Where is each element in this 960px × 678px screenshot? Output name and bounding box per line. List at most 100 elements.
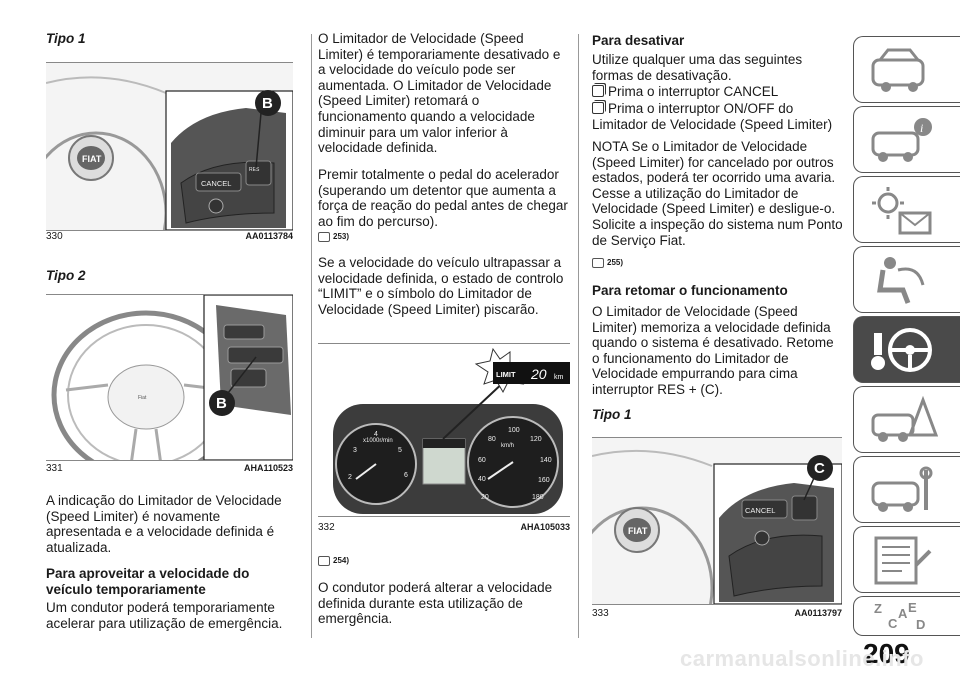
alphabet-index-icon: Z EC DA <box>874 600 925 632</box>
figure-code: AA0113784 <box>245 231 293 241</box>
svg-text:km/h: km/h <box>501 443 514 449</box>
svg-text:100: 100 <box>508 427 520 434</box>
svg-text:D: D <box>916 617 925 632</box>
tipo2-heading: Tipo 2 <box>46 268 86 283</box>
section-heading-aproveitar: Para aproveitar a velocidade do veículo … <box>46 566 250 597</box>
svg-text:3: 3 <box>353 447 357 454</box>
svg-text:40: 40 <box>478 476 486 483</box>
steering-switch-illustration: FIAT CANCEL C <box>592 438 842 604</box>
figure-333: FIAT CANCEL C <box>592 437 842 605</box>
car-dashboard-icon <box>871 48 925 92</box>
tab-car-service[interactable] <box>853 456 960 523</box>
tipo1-heading: Tipo 1 <box>46 31 86 46</box>
paragraph: O Limitador de Velocidade (Speed Limiter… <box>592 304 834 397</box>
svg-text:Fiat: Fiat <box>138 395 147 401</box>
svg-text:A: A <box>898 606 908 621</box>
svg-text:120: 120 <box>530 436 542 443</box>
figure-number: 331 <box>46 463 63 474</box>
svg-text:5: 5 <box>398 447 402 454</box>
svg-text:B: B <box>262 95 273 112</box>
svg-text:i: i <box>920 121 923 135</box>
svg-text:4: 4 <box>374 431 378 438</box>
steering-wheel-illustration: Fiat B <box>46 295 293 460</box>
paragraph: Se a velocidade do veículo ultrapassar a… <box>318 255 564 317</box>
section-heading-desativar: Para desativar <box>592 33 685 48</box>
svg-text:80: 80 <box>488 436 496 443</box>
tab-airbag-seat[interactable] <box>853 246 960 313</box>
note-ref-253: 253) <box>318 232 349 242</box>
page-number: 209 <box>863 638 910 669</box>
tab-car-dashboard[interactable] <box>853 36 960 103</box>
svg-text:C: C <box>814 460 825 477</box>
svg-text:160: 160 <box>538 477 550 484</box>
instrument-cluster-illustration: x1000r/min km/h 2 3 4 5 6 60 80 100 120 140 160… <box>318 344 570 516</box>
note-ref-255: 255) <box>592 258 623 268</box>
warning-lights-icon <box>872 187 932 235</box>
key-steering-wheel-icon <box>871 328 932 372</box>
cancel-label: CANCEL <box>745 506 775 515</box>
tab-roadside-warning[interactable] <box>853 386 960 453</box>
figure-331: Fiat B <box>46 294 293 461</box>
svg-text:60: 60 <box>478 457 486 464</box>
svg-text:6: 6 <box>404 472 408 479</box>
svg-text:20: 20 <box>481 494 489 501</box>
list-item-onoff: Prima o interruptor ON/OFF do Limitador … <box>592 101 833 132</box>
speed-value: 20 <box>530 366 547 382</box>
car-service-icon <box>871 466 933 512</box>
svg-text:2: 2 <box>348 474 352 481</box>
roadside-warning-icon <box>871 395 938 442</box>
steering-switch-illustration: FIAT CANCEL RES B <box>46 63 293 230</box>
svg-text:140: 140 <box>540 457 552 464</box>
svg-text:FIAT: FIAT <box>628 526 648 536</box>
paragraph: O condutor poderá alterar a velocidade d… <box>318 580 553 627</box>
column-divider <box>311 34 312 638</box>
note-icon <box>318 232 330 242</box>
figure-number: 330 <box>46 231 63 242</box>
svg-text:C: C <box>888 616 898 631</box>
svg-text:x1000r/min: x1000r/min <box>363 438 393 444</box>
figure-332: x1000r/min km/h 2 3 4 5 6 60 80 100 120 140 160… <box>318 343 570 517</box>
figure-code: AA0113797 <box>794 608 842 618</box>
figure-number: 333 <box>592 608 609 619</box>
svg-text:180: 180 <box>532 494 544 501</box>
paragraph: O Limitador de Velocidade (Speed Limiter… <box>318 31 561 156</box>
paragraph: Utilize qualquer uma das seguintes forma… <box>592 52 803 83</box>
svg-text:RES: RES <box>249 167 260 173</box>
svg-text:B: B <box>216 395 227 412</box>
section-heading-retomar: Para retomar o funcionamento <box>592 283 788 298</box>
svg-text:E: E <box>908 600 917 615</box>
figure-331-caption: 331 AHA110523 <box>46 463 293 474</box>
note-icon <box>318 556 330 566</box>
note-icon <box>592 258 604 268</box>
tab-specs-list[interactable] <box>853 526 960 593</box>
svg-text:Z: Z <box>874 601 882 616</box>
note-ref-254: 254) <box>318 556 349 566</box>
figure-code: AHA110523 <box>243 463 293 473</box>
figure-330: FIAT CANCEL RES B <box>46 62 293 231</box>
tab-car-info[interactable]: i <box>853 106 960 173</box>
tab-warning-lights[interactable] <box>853 176 960 243</box>
figure-number: 332 <box>318 522 335 533</box>
figure-330-caption: 330 AA0113784 <box>46 231 293 242</box>
nota-paragraph: NOTA Se o Limitador de Velocidade (Speed… <box>592 139 843 248</box>
paragraph: Premir totalmente o pedal do acelerador … <box>318 167 568 229</box>
figure-333-caption: 333 AA0113797 <box>592 608 842 619</box>
watermark: carmanualsonline.info <box>680 646 924 671</box>
specs-list-icon <box>874 536 932 585</box>
figure-332-caption: 332 AHA105033 <box>318 522 570 533</box>
figure-code: AHA105033 <box>520 522 570 532</box>
column-divider <box>578 34 579 638</box>
car-info-icon: i <box>871 118 932 162</box>
tab-key-steering-wheel[interactable] <box>853 316 960 383</box>
paragraph: A indicação do Limitador de Velocidade (… <box>46 493 282 555</box>
limit-label: LIMIT <box>496 370 516 379</box>
list-item-cancel: Prima o interruptor CANCEL <box>592 84 844 100</box>
cancel-label: CANCEL <box>201 179 231 188</box>
checkbox-icon <box>592 85 604 97</box>
tipo1-heading: Tipo 1 <box>592 407 632 422</box>
checkbox-icon <box>592 102 604 114</box>
airbag-seat-icon <box>877 257 925 304</box>
paragraph: Um condutor poderá temporariamente acele… <box>46 600 283 631</box>
speed-unit: km <box>554 374 564 381</box>
